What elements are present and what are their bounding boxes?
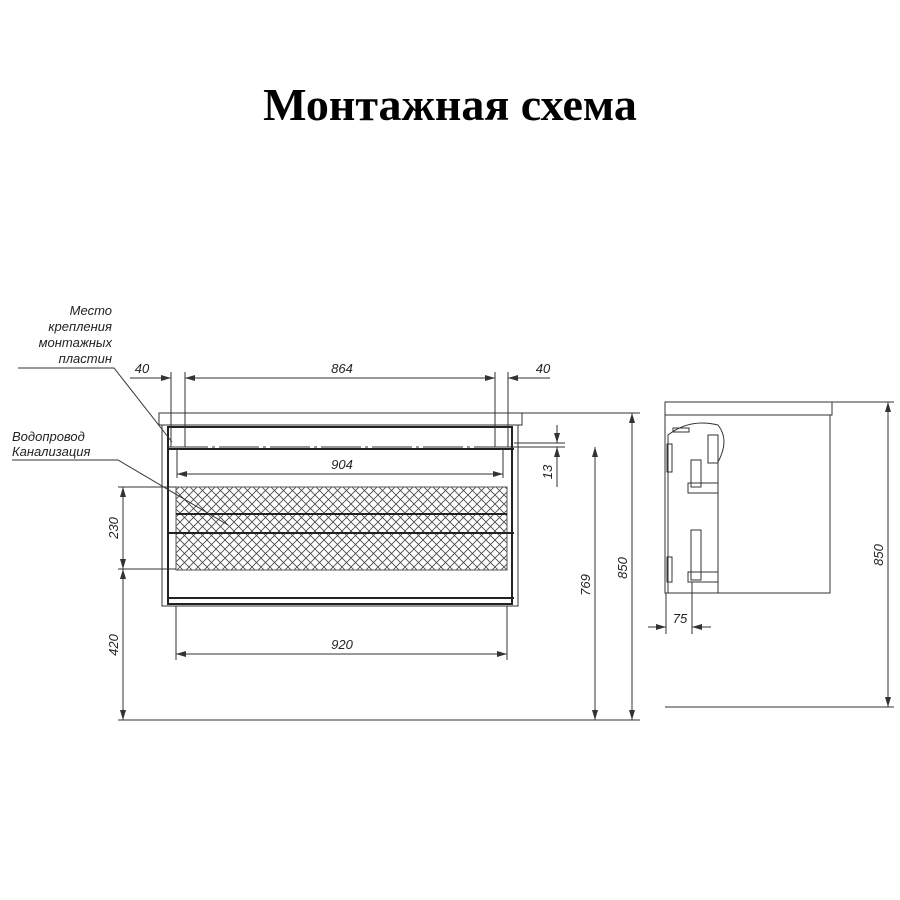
dim-plate-span: 864 bbox=[331, 361, 353, 376]
svg-text:Водопровод: Водопровод bbox=[12, 429, 85, 444]
page-title: Монтажная схема bbox=[263, 79, 637, 130]
dim-total-height-front: 850 bbox=[615, 556, 630, 578]
dim-left-offset: 40 bbox=[135, 361, 150, 376]
front-view: 40 864 40 904 13 230 420 920 769 850 bbox=[106, 361, 640, 721]
dim-cabinet-width: 920 bbox=[331, 637, 353, 652]
dim-right-offset: 40 bbox=[536, 361, 551, 376]
dim-total-height-side: 850 bbox=[871, 543, 886, 565]
svg-text:монтажных: монтажных bbox=[39, 335, 113, 350]
pipe-zone-hatch bbox=[175, 486, 508, 571]
side-view: 75 850 bbox=[648, 401, 894, 708]
countertop bbox=[158, 412, 523, 426]
dim-inner-width: 904 bbox=[331, 457, 353, 472]
svg-text:пластин: пластин bbox=[59, 351, 112, 366]
callout-mounting: Место крепления монтажных пластин bbox=[18, 303, 173, 443]
side-countertop bbox=[664, 401, 833, 416]
dim-mount-height: 769 bbox=[578, 574, 593, 596]
svg-text:Канализация: Канализация bbox=[12, 444, 90, 459]
cabinet-inner bbox=[167, 426, 513, 605]
dim-pipe-zone: 230 bbox=[106, 516, 121, 539]
cabinet-body bbox=[161, 424, 519, 607]
dim-side-depth-offset: 75 bbox=[673, 611, 688, 626]
callout-pipes: Водопровод Канализация bbox=[12, 429, 229, 526]
svg-text:Место: Место bbox=[70, 303, 112, 318]
svg-text:крепления: крепления bbox=[48, 319, 112, 334]
dim-top-gap: 13 bbox=[540, 464, 555, 479]
dim-floor-to-pipe: 420 bbox=[106, 633, 121, 655]
